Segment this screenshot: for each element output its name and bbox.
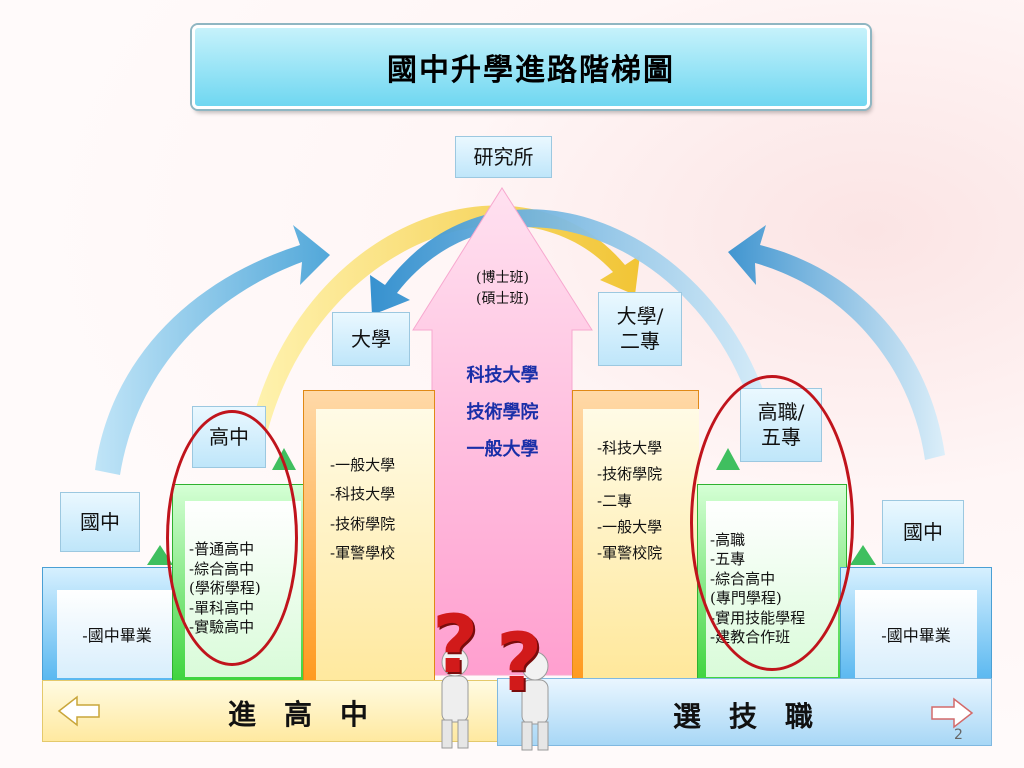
right-junior-step: -國中畢業: [840, 567, 992, 681]
general-univ-line: 一般大學: [466, 438, 539, 460]
blue-arc-center: [370, 209, 775, 430]
thinking-figure-icon: [441, 647, 549, 751]
right-univ-label-line2: 二專: [620, 329, 660, 353]
left-univ-item: -軍警學校: [330, 543, 396, 562]
left-university-step-inner: -一般大學 -科技大學 -技術學院 -軍警學校: [316, 409, 434, 719]
right-univ-item: -技術學院: [597, 465, 663, 484]
left-outer-arc: [95, 225, 330, 475]
right-junior-step-text: -國中畢業: [881, 626, 951, 645]
master-line: (碩士班): [476, 291, 529, 307]
question-mark-icon: ?: [432, 598, 479, 691]
left-univ-item: -技術學院: [330, 514, 396, 533]
center-arrow-main-text: 科技大學 技術學院 一般大學: [440, 358, 565, 469]
left-junior-step: -國中畢業: [42, 567, 194, 681]
tech-college-line: 技術學院: [466, 401, 539, 423]
left-univ-item: -科技大學: [330, 485, 396, 504]
left-arrow-icon: [57, 695, 100, 727]
bottom-bar-highschool: 進高中: [42, 680, 499, 742]
center-arrow-top-text: (博士班) (碩士班): [445, 268, 560, 310]
right-highlight-circle: [690, 375, 854, 671]
right-univ-item: -二專: [597, 491, 633, 510]
phd-line: (博士班): [476, 270, 529, 286]
right-univ-label-line1: 大學/: [616, 304, 664, 328]
bottom-bar-vocational: 選技職 2: [497, 678, 992, 746]
bottom-left-label: 進高中: [228, 698, 397, 731]
left-university-step: -一般大學 -科技大學 -技術學院 -軍警學校: [303, 390, 435, 719]
graduate-school-label: 研究所: [455, 136, 552, 178]
left-university-label: 大學: [332, 312, 410, 366]
bottom-right-label: 選技職: [673, 700, 842, 733]
right-univ-item: -軍警校院: [597, 544, 663, 562]
question-mark-icon: ?: [496, 616, 543, 709]
right-university-step-inner: -科技大學 -技術學院 -二專 -一般大學 -軍警校院: [583, 409, 699, 703]
page-title: 國中升學進路階梯圖: [192, 25, 870, 109]
left-univ-item: -一般大學: [330, 456, 396, 474]
left-junior-step-inner: -國中畢業: [57, 590, 177, 678]
left-junior-label: 國中: [60, 492, 140, 552]
right-univ-item: -科技大學: [597, 439, 663, 457]
right-univ-item: -一般大學: [597, 517, 663, 536]
right-outer-arc: [728, 225, 945, 460]
left-highlight-circle: [166, 410, 298, 666]
right-university-step: -科技大學 -技術學院 -二專 -一般大學 -軍警校院: [572, 390, 699, 703]
right-junior-label: 國中: [882, 500, 964, 564]
right-arrow-icon: [931, 697, 974, 729]
page-number: 2: [954, 727, 963, 743]
right-university-label: 大學/ 二專: [598, 292, 682, 366]
question-figures: ? ?: [420, 598, 560, 752]
right-junior-step-inner: -國中畢業: [855, 590, 977, 678]
tech-univ-line: 科技大學: [466, 365, 539, 386]
left-junior-step-text: -國中畢業: [82, 626, 152, 645]
right-small-arrow: [850, 545, 876, 565]
